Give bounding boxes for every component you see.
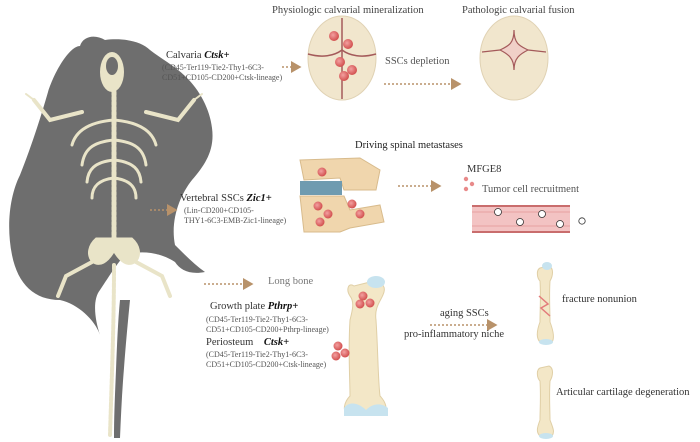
ssc-depletion-label: SSCs depletion (385, 56, 450, 67)
calvaria-markers-2: CD51+CD105-CD200+Ctsk-lineage) (162, 73, 283, 82)
mfge8-dots (463, 176, 475, 192)
ssc-cell (347, 65, 357, 75)
periosteum-label: Periosteum Ctsk+ (206, 337, 289, 349)
mouse-silhouette (9, 36, 213, 438)
mouse-skeleton (25, 52, 203, 437)
growth-plate-label-text: Growth plate (210, 301, 266, 312)
ssc-cell (365, 298, 375, 308)
periosteum-label-text: Periosteum (206, 337, 254, 348)
bone-fracture (536, 262, 554, 345)
vertebra (299, 157, 385, 233)
ssc-cell (347, 199, 357, 209)
calvaria-label-text: Calvaria (166, 50, 202, 61)
ssc-cell (339, 71, 349, 81)
pathologic-heading: Pathologic calvarial fusion (462, 5, 575, 16)
ssc-cell (313, 201, 323, 211)
ssc-cell (355, 209, 365, 219)
cartilage-degeneration-label: Articular cartilage degeneration (556, 387, 690, 398)
bone-cartilage (536, 365, 554, 439)
tumor-recruitment-label: Tumor cell recruitment (482, 184, 580, 195)
vertebral-gene: Zic1+ (246, 193, 272, 204)
growth-plate-markers-1: (CD45-Ter119-Tie2-Thy1-6C3- (206, 315, 308, 324)
long-bone-heading: Long bone (268, 276, 314, 287)
skull-pathologic (479, 15, 549, 101)
vertebral-label: Vertebral SSCs Zic1+ (180, 193, 272, 205)
ssc-cell (317, 167, 327, 177)
fracture-nonunion-label: fracture nonunion (562, 294, 637, 305)
periosteum-gene: Ctsk+ (263, 337, 290, 348)
growth-plate-markers-2: CD51+CD105-CD200+Pthrp-lineage) (206, 325, 329, 334)
calvaria-label: Calvaria Ctsk+ (166, 50, 229, 62)
femur (331, 276, 388, 416)
ssc-cell (340, 348, 350, 358)
ssc-cell (343, 39, 353, 49)
growth-plate-gene: Pthrp+ (267, 301, 299, 312)
spinal-metastases-heading: Driving spinal metastases (355, 140, 463, 151)
ssc-cell (331, 351, 341, 361)
vertebral-label-text: Vertebral SSCs (180, 193, 244, 204)
pro-inflammatory-label: pro-inflammatory niche (404, 329, 505, 340)
vertebral-markers-2: THY1-6C3-EMB-Zic1-lineage) (184, 216, 287, 225)
ssc-cell (358, 291, 368, 301)
ssc-cell (333, 341, 343, 351)
calvaria-markers-1: (CD45-Ter119-Tie2-Thy1-6C3- (162, 63, 264, 72)
vertebral-markers-1: (Lin-CD200+CD105- (184, 206, 254, 215)
periosteum-markers-1: (CD45-Ter119-Tie2-Thy1-6C3- (206, 350, 308, 359)
ssc-cell (323, 209, 333, 219)
mfge8-label: MFGE8 (467, 164, 502, 175)
calvaria-gene: Ctsk+ (204, 50, 230, 61)
ssc-cell (355, 299, 365, 309)
ssc-cell (329, 31, 339, 41)
blood-vessel (472, 205, 586, 233)
ssc-cell (335, 57, 345, 67)
aging-sscs-label: aging SSCs (440, 308, 489, 319)
physiologic-heading: Physiologic calvarial mineralization (272, 5, 424, 16)
skull-physiologic (307, 15, 377, 101)
ssc-cell (315, 217, 325, 227)
growth-plate-label: Growth plate Pthrp+ (210, 301, 298, 313)
periosteum-markers-2: CD51+CD105-CD200+Ctsk-lineage) (206, 360, 327, 369)
